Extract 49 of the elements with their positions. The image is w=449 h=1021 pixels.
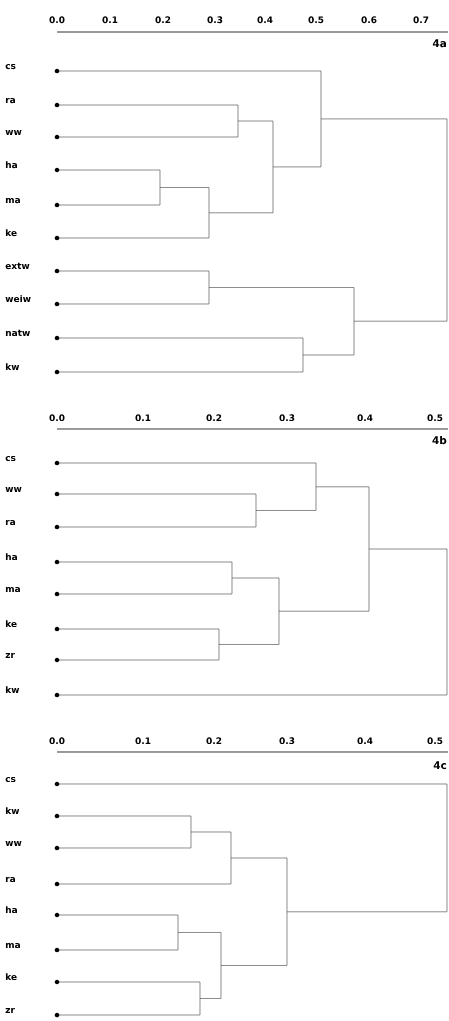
tick-label: 0.4	[357, 414, 373, 422]
leaf-label: ww	[5, 130, 22, 135]
leaf-label: ww	[5, 487, 22, 492]
leaf-label: ra	[5, 876, 15, 883]
leaf-label: natw	[5, 329, 30, 337]
leaf-label: cs	[5, 63, 16, 70]
tick-label: 0.7	[413, 16, 429, 24]
leaf-label: kw	[5, 686, 20, 693]
leaf-label: ha	[5, 161, 17, 169]
leaf-label: ha	[5, 553, 17, 561]
tick-label: 0.5	[427, 414, 443, 422]
tick-label: 0.4	[357, 737, 373, 745]
tick-label: 0.2	[206, 737, 222, 745]
leaf-label: ww	[5, 841, 22, 846]
tick-label: 0.3	[279, 414, 295, 422]
tick-label: 0.4	[257, 16, 273, 24]
tick-label: 0.2	[206, 414, 222, 422]
leaf-label: ha	[5, 906, 17, 914]
tick-label: 0.2	[155, 16, 171, 24]
tick-label: 0.6	[361, 16, 377, 24]
panel-label: 4a	[432, 39, 446, 48]
leaf-label: ma	[5, 942, 20, 949]
leaf-label: kw	[5, 363, 20, 370]
leaf-label: zr	[5, 1007, 15, 1013]
leaf-label: ma	[5, 586, 20, 593]
tick-label: 0.1	[135, 414, 151, 422]
tick-label: 0.3	[207, 16, 223, 24]
tick-label: 0.0	[49, 414, 65, 422]
leaf-label: weiw	[5, 295, 31, 303]
tick-label: 0.1	[102, 16, 118, 24]
leaf-label: zr	[5, 652, 15, 658]
leaf-label: ke	[5, 973, 17, 981]
leaf-label: cs	[5, 455, 16, 462]
leaf-label: cs	[5, 776, 16, 783]
tick-label: 0.0	[49, 16, 65, 24]
panel-label: 4b	[432, 436, 447, 445]
leaf-label: ra	[5, 519, 15, 526]
tick-label: 0.5	[308, 16, 324, 24]
leaf-label: ke	[5, 229, 17, 237]
tick-label: 0.1	[135, 737, 151, 745]
tick-label: 0.5	[427, 737, 443, 745]
leaf-label: kw	[5, 807, 20, 814]
leaf-label: ke	[5, 620, 17, 628]
tick-label: 0.0	[49, 737, 65, 745]
leaf-label: ma	[5, 197, 20, 204]
leaf-label: extw	[5, 262, 30, 270]
leaf-label: ra	[5, 97, 15, 104]
panel-label: 4c	[433, 761, 447, 770]
tick-label: 0.3	[279, 737, 295, 745]
